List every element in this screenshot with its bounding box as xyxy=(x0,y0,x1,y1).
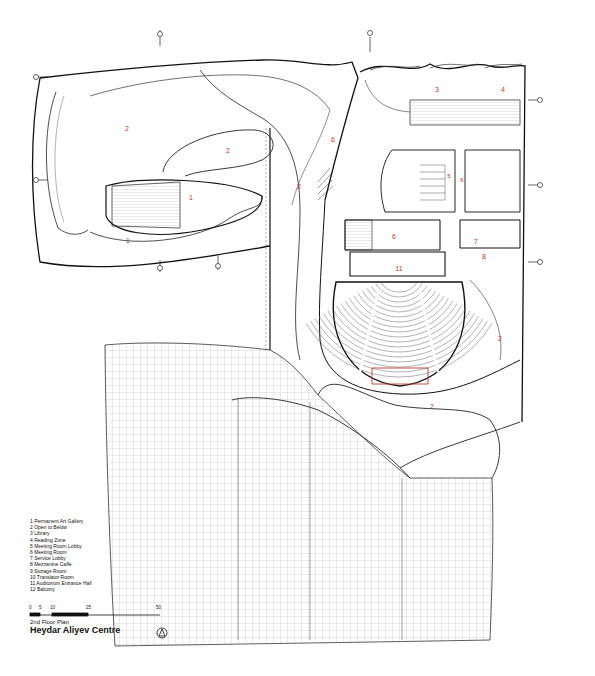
central-void xyxy=(465,150,520,212)
room-number: 8 xyxy=(482,253,486,260)
seat-row xyxy=(332,309,465,348)
wall xyxy=(266,128,267,350)
aisle xyxy=(360,292,438,372)
void-stair xyxy=(420,165,445,200)
core xyxy=(106,180,262,234)
stair xyxy=(318,168,333,200)
seat-row xyxy=(371,286,426,302)
library-rooms xyxy=(410,100,520,125)
north-arrow xyxy=(157,628,167,638)
scale-bar xyxy=(30,613,160,616)
void-edge xyxy=(90,75,330,110)
central-void xyxy=(381,150,455,212)
facade-fold xyxy=(238,398,402,640)
room-number: 6 xyxy=(392,233,396,240)
meeting-room xyxy=(345,220,440,250)
seat-row xyxy=(337,306,462,342)
room-number: 2 xyxy=(498,335,502,342)
foyer-curve xyxy=(470,280,501,360)
room-number: 5 xyxy=(447,173,450,179)
void-swoosh xyxy=(200,70,300,360)
legend-key: 5 Meeting Room Lobby xyxy=(30,544,82,549)
balcony-edge xyxy=(46,92,88,234)
room-number: 7 xyxy=(474,238,478,245)
scale-number: 5 xyxy=(39,606,42,611)
stage xyxy=(350,252,445,276)
curved-wall xyxy=(365,80,410,112)
seat-row xyxy=(380,281,418,292)
legend-key: 11 Auditorium Entrance Hall xyxy=(30,581,92,586)
seat-row xyxy=(350,299,449,328)
seat-row xyxy=(328,311,470,352)
legend-key: 8 Mezzanine Caffe xyxy=(30,562,72,567)
room-number: 2 xyxy=(297,183,301,190)
seat-row xyxy=(324,314,475,357)
plan-subtitle: 2nd Floor Plan xyxy=(30,619,69,625)
legend-key: 10 Translator Room xyxy=(30,575,74,580)
core-swoosh xyxy=(90,196,262,241)
plan-title: Heydar Aliyev Centre xyxy=(30,626,120,635)
meeting-room-wc xyxy=(345,220,372,250)
service-room xyxy=(460,220,520,248)
section-markers xyxy=(34,30,543,272)
room-number: 3 xyxy=(435,86,439,93)
facade-fold xyxy=(400,422,520,468)
scale-number: 0 xyxy=(29,606,32,611)
legend-key: 2 Open to Below xyxy=(30,525,67,530)
seat-row xyxy=(306,324,491,378)
seat-row xyxy=(354,296,444,322)
room-number: 4 xyxy=(501,86,505,93)
balcony-steps xyxy=(55,96,64,222)
left-wing-outline xyxy=(33,78,271,267)
room-number: 1 xyxy=(126,237,130,244)
scale-number: 50 xyxy=(156,606,161,611)
scale-number: 10 xyxy=(50,606,55,611)
facade-grid xyxy=(105,343,493,646)
room-number: 11 xyxy=(395,265,402,272)
facade-fold xyxy=(232,398,410,478)
legend-key: 7 Service Lobby xyxy=(30,556,66,561)
legend-key: 12 Balcony xyxy=(30,587,55,592)
room-number: 6 xyxy=(331,136,335,143)
left-wing-outline xyxy=(40,60,358,200)
seat-row xyxy=(376,284,423,298)
room-number: 2 xyxy=(125,125,129,132)
room-number: 2 xyxy=(226,147,230,154)
legend-key: 3 Library xyxy=(30,531,49,536)
facade-fold xyxy=(318,384,500,478)
seat-rows xyxy=(306,281,491,377)
scale-number: 25 xyxy=(86,606,91,611)
core-rooms xyxy=(112,182,180,228)
legend-key: 4 Reading Zone xyxy=(30,538,66,543)
seat-row xyxy=(311,321,488,372)
seat-row xyxy=(341,304,457,337)
legend-key: 1 Permanent Art Gallery xyxy=(30,519,83,524)
wall xyxy=(269,128,270,350)
room-number: 2 xyxy=(430,403,434,410)
roof-fins xyxy=(370,64,522,70)
room-number: 6 xyxy=(460,177,463,183)
seat-row xyxy=(345,301,452,332)
auditorium-outline xyxy=(333,282,464,386)
void-swoosh xyxy=(163,130,273,176)
legend-key: 9 Storage Room xyxy=(30,569,66,574)
legend-key: 6 Meeting Room xyxy=(30,550,67,555)
void-swoosh xyxy=(292,110,330,205)
room-number: 1 xyxy=(189,194,193,201)
